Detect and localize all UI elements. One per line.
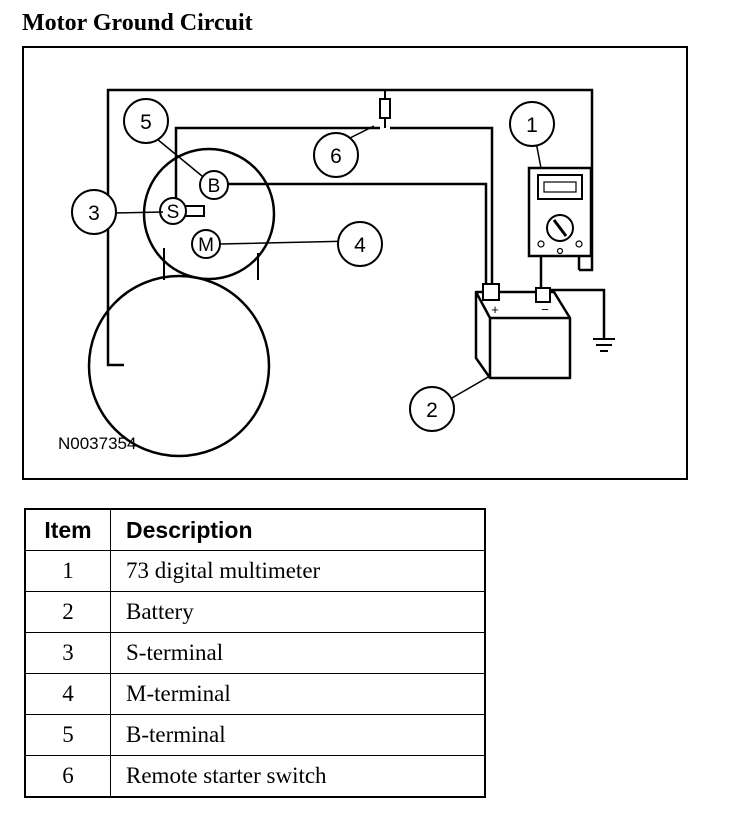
terminal-b-label: B — [208, 176, 221, 197]
table-row: 5 B-terminal — [24, 714, 486, 756]
battery-negative-label: − — [541, 302, 549, 317]
chassis-ground-wire — [550, 288, 606, 338]
ground-wire — [106, 88, 594, 367]
switch-wire — [174, 126, 494, 288]
solenoid-mount — [163, 248, 259, 280]
row-description: Battery — [110, 591, 486, 633]
page-title: Motor Ground Circuit — [22, 10, 253, 36]
svg-text:4: 4 — [354, 234, 366, 257]
table-header-row: Item Description — [24, 508, 486, 551]
svg-text:2: 2 — [426, 399, 438, 422]
terminal-s — [159, 197, 187, 225]
row-description: 73 digital multimeter — [110, 550, 486, 592]
callout-1: 1 — [509, 101, 555, 147]
figure-code: N0037354 — [58, 434, 136, 453]
row-description: B-terminal — [110, 714, 486, 756]
ground-symbol — [593, 338, 615, 352]
solenoid — [142, 147, 276, 281]
table-row: 1 73 digital multimeter — [24, 550, 486, 592]
legend-table: Item Description 1 73 digital multimeter… — [24, 508, 486, 798]
callout-5: 5 — [123, 98, 169, 144]
svg-text:3: 3 — [88, 202, 100, 225]
row-description: M-terminal — [110, 673, 486, 715]
callout-6: 6 — [313, 132, 359, 178]
row-item: 4 — [24, 673, 111, 715]
row-item: 2 — [24, 591, 111, 633]
multimeter-display — [537, 174, 583, 200]
battery-positive-label: + — [491, 302, 499, 317]
row-description: Remote starter switch — [110, 755, 486, 798]
motor-body — [87, 274, 271, 458]
table-row: 4 M-terminal — [24, 673, 486, 715]
table-row: 6 Remote starter switch — [24, 755, 486, 798]
terminal-m-label: M — [198, 235, 214, 256]
row-item: 1 — [24, 550, 111, 592]
svg-text:5: 5 — [140, 111, 152, 134]
svg-text:6: 6 — [330, 145, 342, 168]
column-header-item: Item — [24, 508, 111, 551]
callout-3: 3 — [71, 189, 117, 235]
callout-leaders — [113, 125, 542, 399]
battery-cable — [226, 182, 488, 288]
row-item: 3 — [24, 632, 111, 674]
battery-negative-post — [535, 287, 551, 303]
svg-text:1: 1 — [526, 114, 538, 137]
row-item: 5 — [24, 714, 111, 756]
row-description: S-terminal — [110, 632, 486, 674]
table-row: 3 S-terminal — [24, 632, 486, 674]
terminal-b — [199, 170, 229, 200]
remote-starter-switch — [379, 98, 391, 119]
row-item: 6 — [24, 755, 111, 798]
battery — [474, 290, 572, 380]
table-row: 2 Battery — [24, 591, 486, 633]
circuit-diagram: B S M + − 1 2 — [22, 46, 688, 480]
terminal-s-label: S — [167, 202, 180, 223]
battery-positive-post — [482, 283, 500, 301]
callout-4: 4 — [337, 221, 383, 267]
column-header-description: Description — [110, 508, 486, 551]
circuit-drawing: B S M + − 1 2 — [58, 88, 615, 458]
callout-2: 2 — [409, 386, 455, 432]
